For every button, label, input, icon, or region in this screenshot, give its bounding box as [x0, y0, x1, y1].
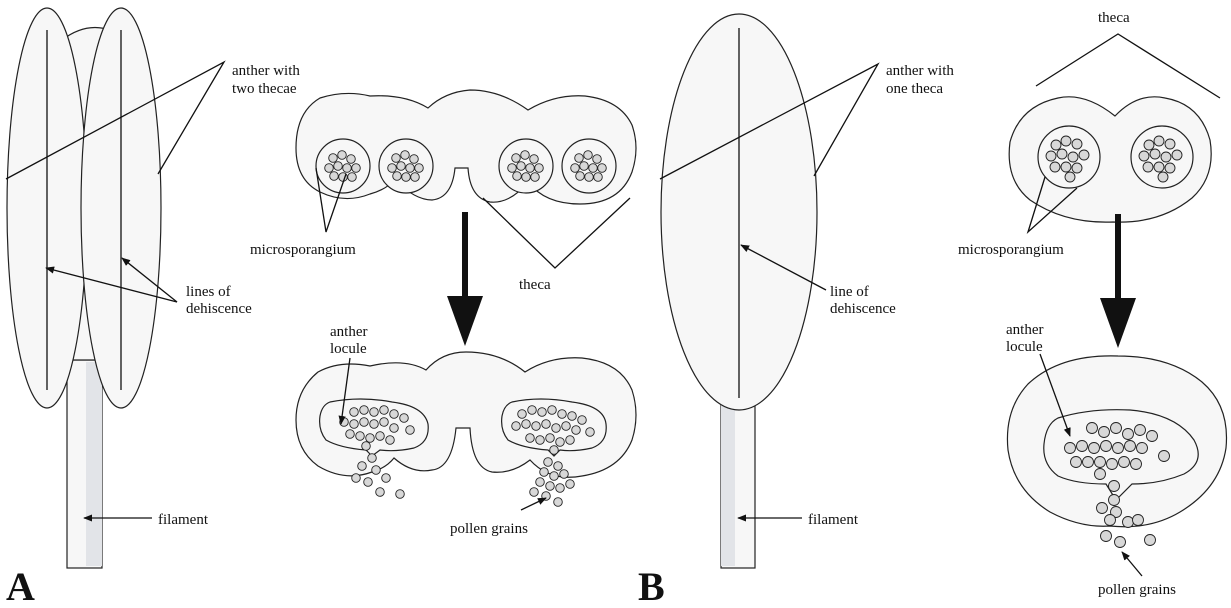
panel-letter-b: B — [638, 564, 665, 608]
pollen-label-a: pollen grains — [450, 521, 528, 537]
locule-label-a-line2: locule — [330, 341, 367, 357]
dehiscence-label-b-line2: dehiscence — [830, 301, 896, 317]
theca-label-b: theca — [1098, 10, 1130, 26]
microsporangium-label-a: microsporangium — [250, 242, 356, 258]
dehiscence-label-a-line1: lines of — [186, 284, 231, 300]
theca-label-a: theca — [519, 277, 551, 293]
big-arrow-b — [1100, 214, 1136, 348]
big-arrow-a — [447, 212, 483, 346]
anther-label-b-line2: one theca — [886, 81, 943, 97]
cross-section-two-thecae — [296, 90, 636, 204]
dehiscence-label-b-line1: line of — [830, 284, 869, 300]
cross-section-dehisced-b — [1007, 356, 1226, 548]
pollen-label-b: pollen grains — [1098, 582, 1176, 598]
microsporangium-label-b: microsporangium — [958, 242, 1064, 258]
panel-a: anther with two thecae lines of dehiscen… — [6, 8, 636, 608]
anther-two-thecae — [7, 8, 161, 408]
anther-label-a-line1: anther with — [232, 63, 300, 79]
filament-label-b: filament — [808, 512, 859, 528]
filament-a — [67, 360, 102, 568]
filament-b — [721, 398, 755, 568]
panel-b: anther with one theca line of dehiscence… — [638, 10, 1227, 608]
filament-label-a: filament — [158, 512, 209, 528]
locule-label-b-line2: locule — [1006, 339, 1043, 355]
dehiscence-label-a-line2: dehiscence — [186, 301, 252, 317]
anther-label-a-line2: two thecae — [232, 81, 297, 97]
locule-label-b-line1: anther — [1006, 322, 1043, 338]
panel-letter-a: A — [6, 564, 35, 608]
locule-label-a-line1: anther — [330, 324, 367, 340]
anther-label-b-line1: anther with — [886, 63, 954, 79]
anther-one-theca — [661, 14, 817, 410]
cross-section-one-theca — [1009, 97, 1211, 222]
cross-section-dehisced-a — [296, 352, 636, 506]
